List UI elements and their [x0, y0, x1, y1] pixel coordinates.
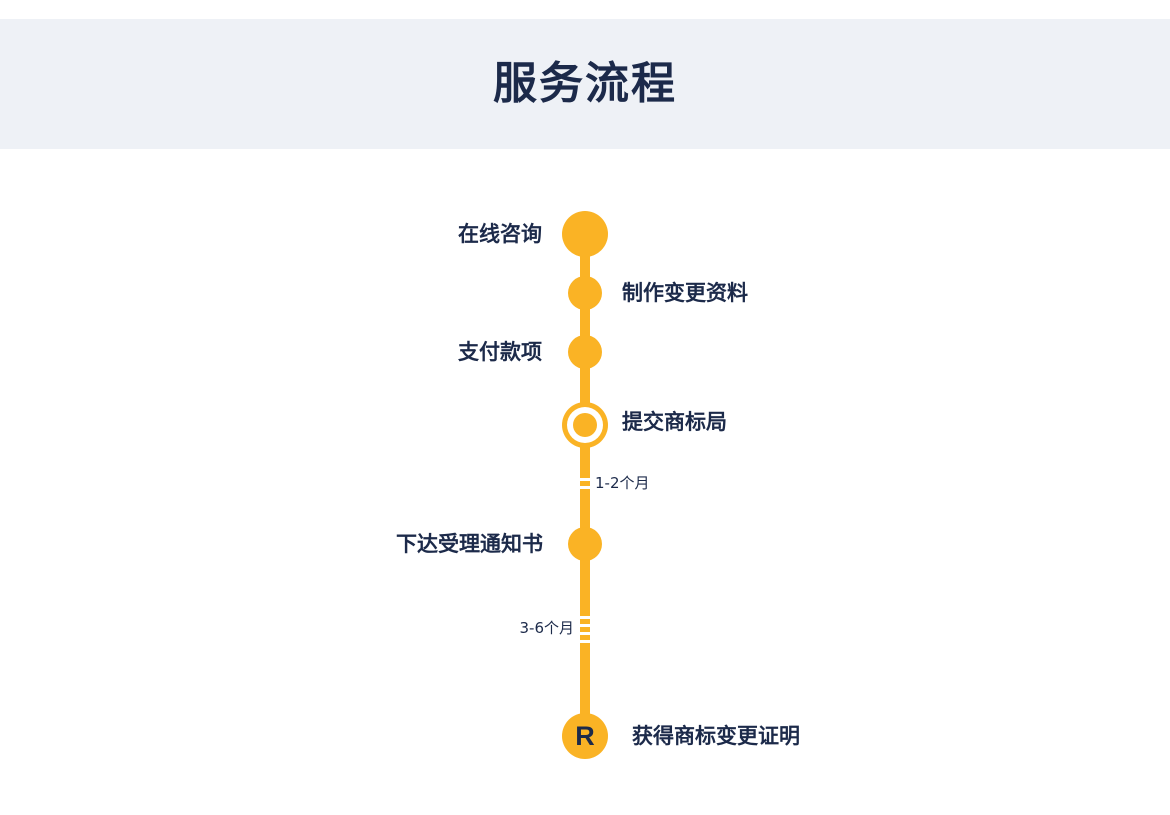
timeline-gap-mark — [580, 640, 590, 643]
step-node-prepare — [568, 276, 602, 310]
step-node-notice — [568, 527, 602, 561]
step-node-consult — [562, 211, 608, 257]
step-node-submit — [562, 402, 608, 448]
timeline-gap-mark — [580, 616, 590, 619]
timeline-gap-mark — [580, 478, 590, 481]
step-label-submit: 提交商标局 — [622, 410, 727, 434]
timeline-gap-mark — [580, 624, 590, 627]
end-marker-letter: R — [575, 721, 595, 751]
step-label-notice: 下达受理通知书 — [396, 532, 543, 556]
step-node-payment — [568, 335, 602, 369]
timeline-line — [580, 234, 590, 736]
step-label-consult: 在线咨询 — [458, 222, 542, 246]
duration-label-examination: 3-6个月 — [519, 619, 575, 637]
timeline-gap-mark — [580, 486, 590, 489]
timeline-gap-mark — [580, 632, 590, 635]
step-label-prepare: 制作变更资料 — [622, 281, 748, 305]
page-title: 服务流程 — [493, 58, 677, 109]
header-banner: 服务流程 — [0, 19, 1170, 149]
step-label-certificate: 获得商标变更证明 — [632, 724, 800, 748]
duration-label-review: 1-2个月 — [595, 474, 650, 492]
step-label-payment: 支付款项 — [458, 340, 542, 364]
step-node-certificate: R — [562, 713, 608, 759]
